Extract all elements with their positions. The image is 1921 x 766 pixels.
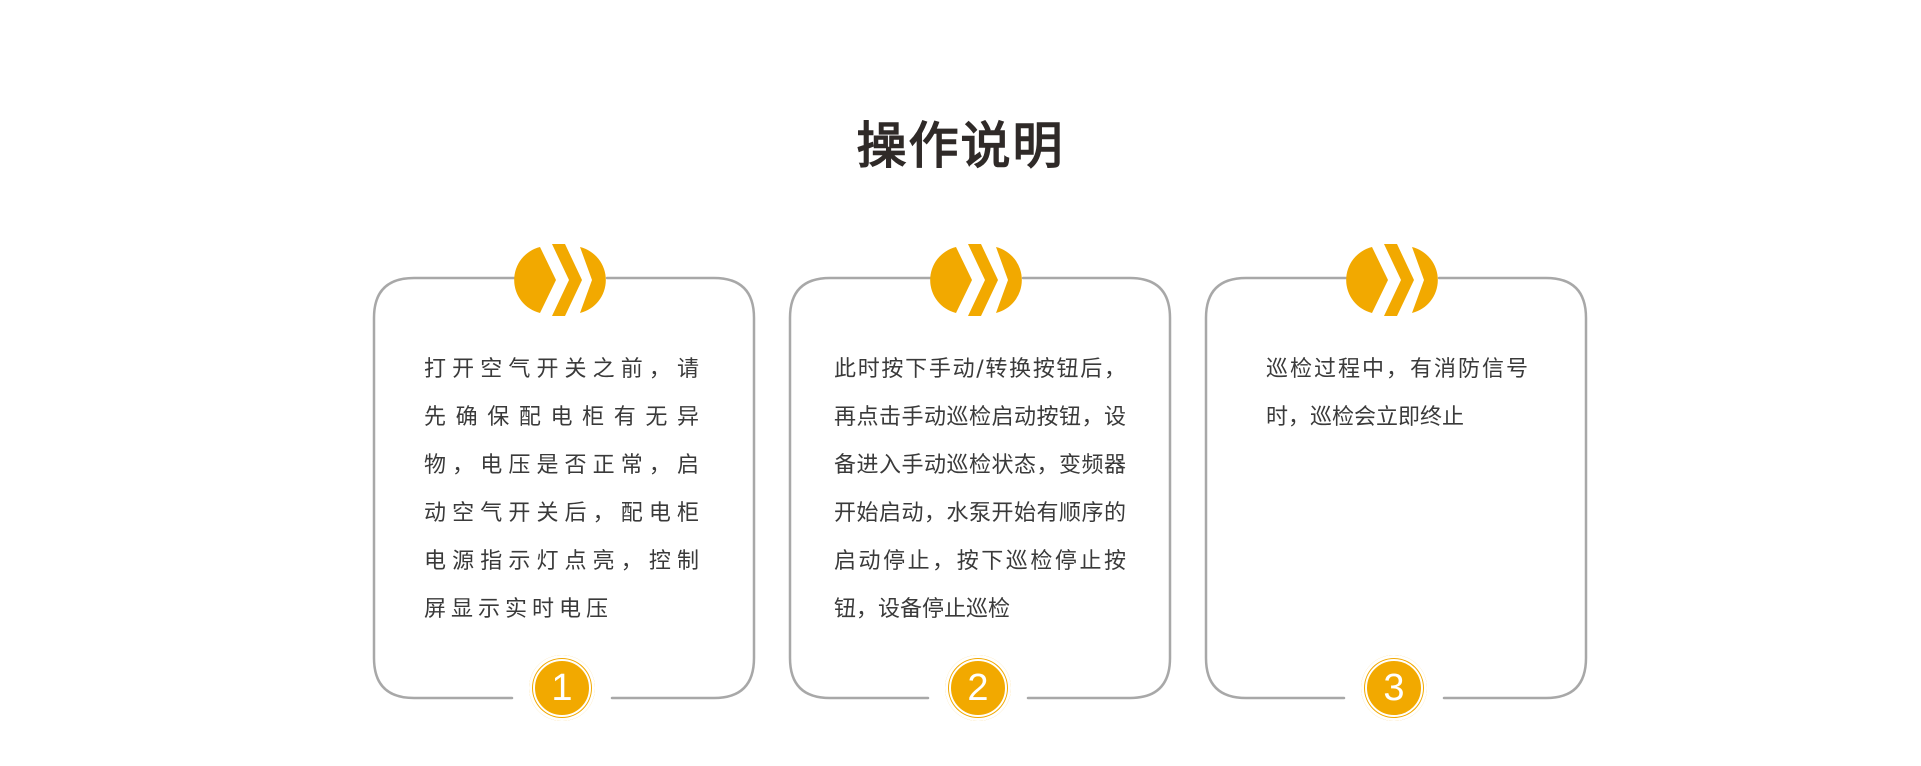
card-frame <box>788 276 1172 700</box>
step-text-1: 打开空气开关之前，请先确保配电柜有无异物，电压是否正常，启动空气开关后，配电柜电… <box>424 357 704 622</box>
step-text-3: 巡检过程中，有消防信号时，巡检会立即终止 <box>1266 357 1528 430</box>
page-title: 操作说明 <box>856 117 1065 175</box>
step-number-1: 1 <box>551 667 573 709</box>
double-chevron-icon <box>930 244 1022 316</box>
card-frame <box>1204 276 1588 700</box>
step-number-badge-1: 1 <box>529 655 595 721</box>
step-card-2: 此时按下手动/转换按钮后，再点击手动巡检启动按钮，设备进入手动巡检状态，变频器开… <box>788 198 1172 738</box>
step-number-badge-3: 3 <box>1361 655 1427 721</box>
step-number-2: 2 <box>967 667 989 709</box>
step-text-2: 此时按下手动/转换按钮后，再点击手动巡检启动按钮，设备进入手动巡检状态，变频器开… <box>834 357 1126 622</box>
step-number-3: 3 <box>1383 667 1405 709</box>
double-chevron-icon <box>514 244 606 316</box>
card-frame <box>372 276 756 700</box>
step-card-1: 打开空气开关之前，请先确保配电柜有无异物，电压是否正常，启动空气开关后，配电柜电… <box>372 198 756 738</box>
step-card-3: 巡检过程中，有消防信号时，巡检会立即终止 3 <box>1204 198 1588 738</box>
double-chevron-icon <box>1346 244 1438 316</box>
step-number-badge-2: 2 <box>945 655 1011 721</box>
